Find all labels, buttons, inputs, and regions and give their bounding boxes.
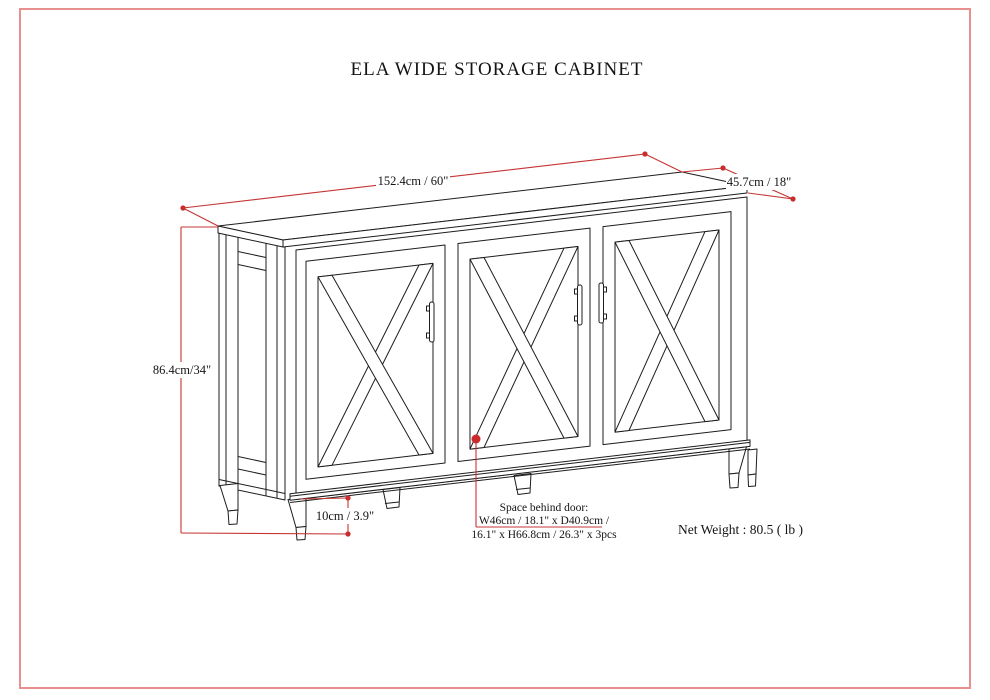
door-2-x-brace [469,257,579,439]
base-rail [289,439,751,503]
door-2 [457,227,591,462]
door-1-x-brace [317,274,434,456]
page-border [19,8,971,689]
width-dimension-label: 152.4cm / 60" [378,174,449,188]
door-1 [305,244,446,480]
legs [219,444,758,541]
back-right-leg [747,448,758,487]
back-middle-leg-1 [382,487,401,509]
leg-height-dimension: 10cm / 3.9" [300,495,379,537]
back-left-leg [219,483,239,525]
cabinet-drawing [217,171,758,541]
door-3 [598,211,732,446]
height-dimension-label: 86.4cm/34" [153,363,211,377]
door-3-handle [598,282,607,324]
height-dimension: 86.4cm/34" [152,226,349,535]
left-side-panel [218,232,286,501]
page-title: ELA WIDE STORAGE CABINET [351,59,644,80]
back-middle-leg-2 [513,473,532,495]
door-3-x-brace [614,240,720,423]
door-2-handle [574,284,583,326]
depth-dimension-label: 45.7cm / 18" [727,175,791,189]
space-behind-door-line3: 16.1" x H66.8cm / 26.3" x 3pcs [471,529,617,541]
leg-height-dimension-label: 10cm / 3.9" [316,509,374,523]
net-weight-label: Net Weight : 80.5 ( lb ) [678,522,803,537]
space-behind-door-line1: Space behind door: [500,502,589,514]
door-1-handle [426,301,435,343]
space-behind-door-annotation: Space behind door: W46cm / 18.1" x D40.9… [471,434,617,541]
cabinet-top [217,171,748,248]
space-behind-door-line2: W46cm / 18.1" x D40.9cm / [479,515,610,527]
front-right-leg [728,444,748,489]
width-dimension: 152.4cm / 60" [180,151,683,227]
depth-dimension: 45.7cm / 18" [681,165,796,202]
